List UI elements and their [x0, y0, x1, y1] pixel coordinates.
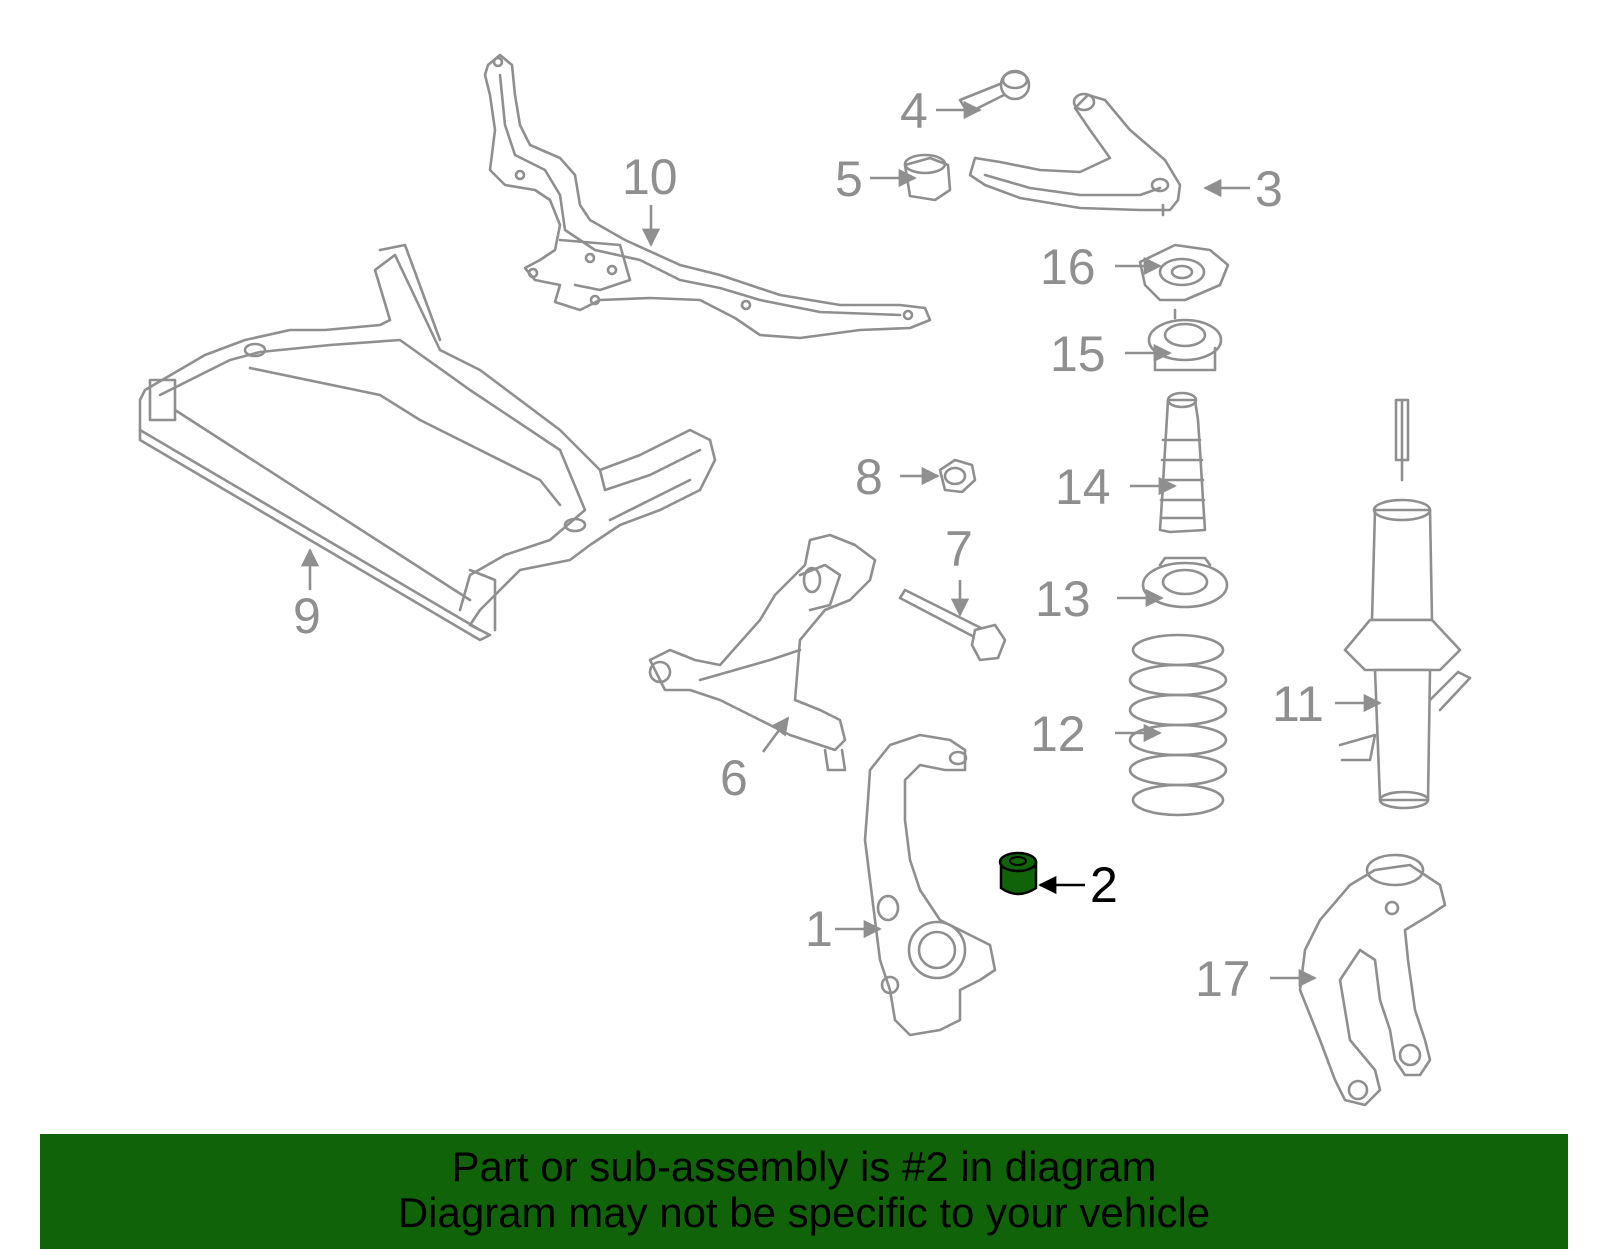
callout-11[interactable]: 11 — [1272, 676, 1324, 732]
part-8-nut — [938, 458, 977, 494]
part-3-upper-arm — [968, 92, 1182, 217]
part-9-subframe — [138, 243, 717, 642]
callout-6[interactable]: 6 — [720, 750, 748, 806]
callout-arrows — [300, 100, 1382, 988]
part-13-spring-seat — [1141, 556, 1229, 609]
callout-17[interactable]: 17 — [1195, 951, 1251, 1007]
callout-10[interactable]: 10 — [622, 149, 678, 205]
part-1-knuckle — [863, 733, 997, 1037]
part-7-bolt — [898, 588, 1007, 662]
callout-12[interactable]: 12 — [1030, 706, 1086, 762]
callout-labels: 1 2 3 4 5 6 7 8 9 10 11 12 13 14 15 16 1… — [293, 83, 1324, 1007]
callout-7[interactable]: 7 — [945, 521, 973, 577]
part-14-boot — [1158, 391, 1207, 534]
part-2-bushing-highlighted — [998, 851, 1038, 896]
callout-14[interactable]: 14 — [1055, 459, 1111, 515]
callout-4[interactable]: 4 — [900, 83, 928, 139]
callout-8[interactable]: 8 — [855, 449, 883, 505]
callout-13[interactable]: 13 — [1035, 571, 1091, 627]
part-info-banner: Part or sub-assembly is #2 in diagram Di… — [40, 1134, 1568, 1249]
part-6-lower-arm — [648, 533, 877, 772]
part-10-bracket — [483, 53, 932, 340]
callout-5[interactable]: 5 — [835, 151, 863, 207]
callout-2[interactable]: 2 — [1090, 857, 1118, 913]
part-16-plate — [1138, 243, 1230, 302]
callout-3[interactable]: 3 — [1255, 161, 1283, 217]
part-12-spring — [1128, 633, 1228, 817]
part-17-arm — [1298, 853, 1447, 1107]
banner-line-disclaimer: Diagram may not be specific to your vehi… — [397, 1189, 1211, 1236]
part-15-mount — [1147, 308, 1223, 372]
part-4-bolt — [958, 69, 1031, 115]
banner-line-selected-part: Part or sub-assembly is #2 in diagram — [451, 1143, 1157, 1190]
callout-15[interactable]: 15 — [1050, 326, 1106, 382]
callout-1[interactable]: 1 — [805, 901, 833, 957]
callout-16[interactable]: 16 — [1040, 239, 1096, 295]
part-5-bushing — [903, 153, 952, 202]
part-11-strut — [1338, 398, 1472, 810]
callout-9[interactable]: 9 — [293, 588, 321, 644]
